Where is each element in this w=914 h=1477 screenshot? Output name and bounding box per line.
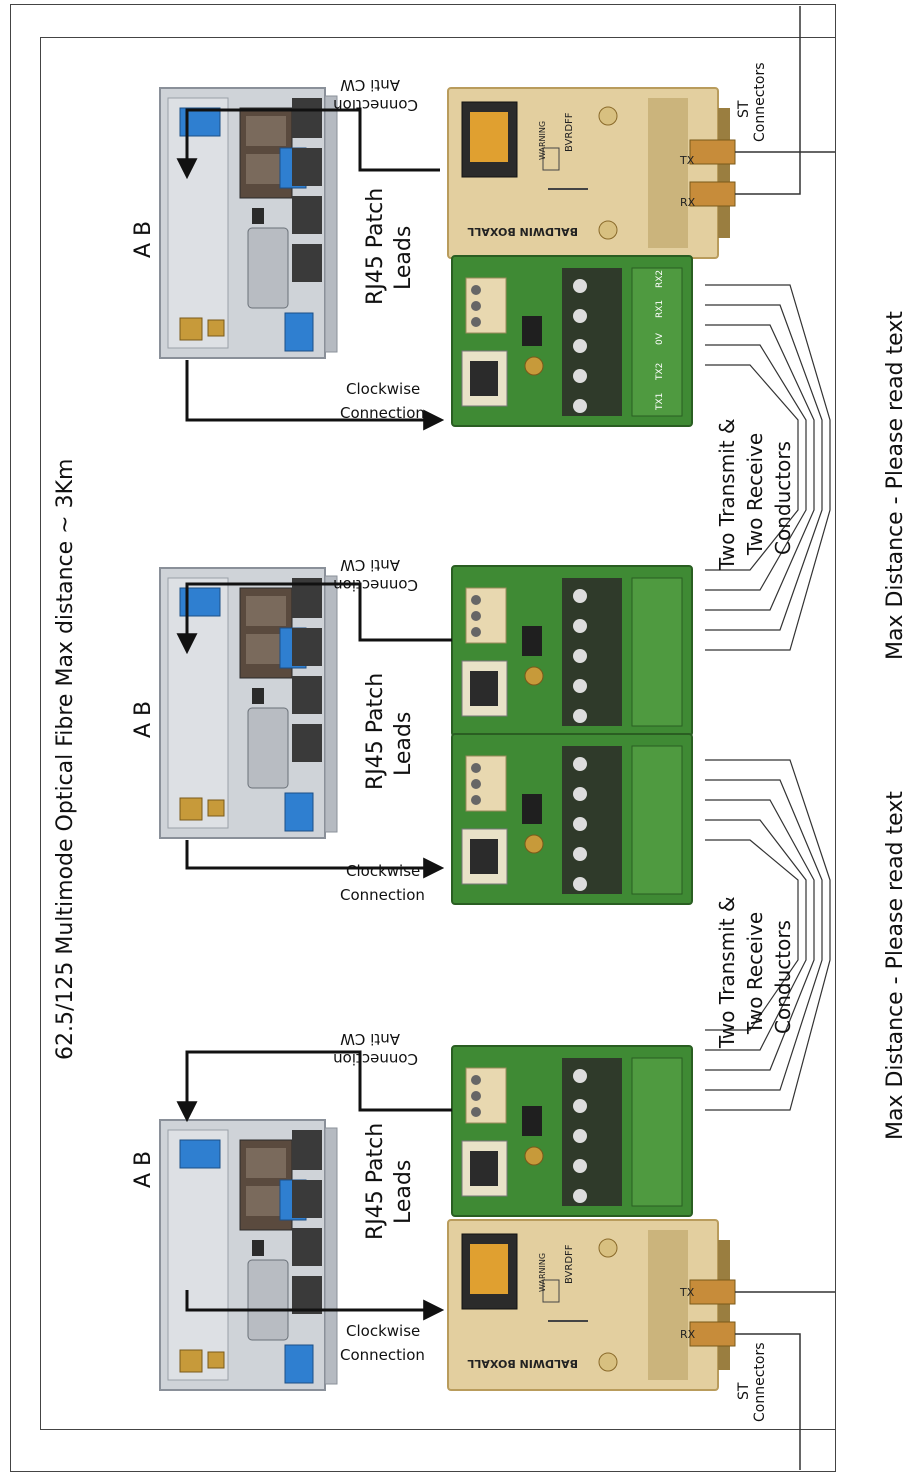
svg-text:Leads: Leads bbox=[391, 226, 416, 290]
st-label-top: ST Connectors bbox=[736, 62, 768, 142]
ab-label-3: A B bbox=[131, 1151, 156, 1188]
rj45-label-2: RJ45 Patch Leads bbox=[363, 673, 416, 790]
svg-text:Clockwise: Clockwise bbox=[346, 862, 420, 880]
fibre-loop-frame bbox=[40, 37, 836, 1430]
svg-text:Connection: Connection bbox=[340, 404, 425, 422]
svg-text:ST: ST bbox=[736, 1382, 752, 1400]
term-label-rx2: RX2 bbox=[655, 270, 665, 288]
terminal-module-3 bbox=[451, 733, 693, 905]
svg-text:Connection: Connection bbox=[340, 1346, 425, 1364]
conductors-label-1: Two Transmit & Two Receive Conductors bbox=[715, 418, 795, 571]
clockwise-label-2: Clockwise Connection bbox=[340, 862, 425, 904]
svg-text:Leads: Leads bbox=[391, 712, 416, 776]
svg-text:RJ45 Patch: RJ45 Patch bbox=[363, 673, 388, 790]
svg-text:Connectors: Connectors bbox=[752, 62, 768, 142]
ab-label-1: A B bbox=[131, 221, 156, 258]
svg-text:RX: RX bbox=[680, 196, 696, 209]
terminal-labels: TX1 TX2 0V RX1 RX2 bbox=[655, 270, 665, 411]
svg-text:TX: TX bbox=[679, 1286, 695, 1299]
term-label-tx2: TX2 bbox=[655, 363, 665, 381]
anticw-label-1: Anti CW Connection bbox=[333, 76, 418, 114]
svg-text:Two Transmit &: Two Transmit & bbox=[715, 896, 739, 1049]
svg-text:Clockwise: Clockwise bbox=[346, 1322, 420, 1340]
clockwise-label-3: Clockwise Connection bbox=[340, 1322, 425, 1364]
outer-frame bbox=[10, 4, 836, 1472]
svg-text:BVRDFF: BVRDFF bbox=[564, 112, 575, 152]
max-distance-label-2: Max Distance - Please read text bbox=[883, 791, 908, 1140]
svg-text:Anti CW: Anti CW bbox=[340, 1030, 400, 1048]
svg-text:Connection: Connection bbox=[333, 576, 418, 594]
svg-text:WARNING: WARNING bbox=[538, 121, 547, 160]
svg-text:Anti CW: Anti CW bbox=[340, 76, 400, 94]
svg-text:Anti CW: Anti CW bbox=[340, 556, 400, 574]
conductors-label-2: Two Transmit & Two Receive Conductors bbox=[715, 896, 795, 1049]
svg-text:Two Receive: Two Receive bbox=[743, 433, 767, 556]
anticw-label-3: Anti CW Connection bbox=[333, 1030, 418, 1068]
term-label-tx1: TX1 bbox=[655, 393, 665, 411]
svg-text:Conductors: Conductors bbox=[771, 920, 795, 1034]
svg-text:Clockwise: Clockwise bbox=[346, 380, 420, 398]
terminal-module-2 bbox=[451, 565, 693, 737]
term-label-0v: 0V bbox=[655, 332, 665, 345]
fibre-runs bbox=[735, 6, 835, 1470]
svg-text:RJ45 Patch: RJ45 Patch bbox=[363, 188, 388, 305]
svg-text:Two Receive: Two Receive bbox=[743, 912, 767, 1035]
svg-text:BVRDFF: BVRDFF bbox=[564, 1244, 575, 1284]
st-label-bottom: ST Connectors bbox=[736, 1342, 768, 1422]
svg-text:Leads: Leads bbox=[391, 1160, 416, 1224]
rj45-label-3: RJ45 Patch Leads bbox=[363, 1123, 416, 1240]
ab-label-2: A B bbox=[131, 701, 156, 738]
diagram-title: 62.5/125 Multimode Optical Fibre Max dis… bbox=[53, 459, 78, 1060]
conductor-bundle-2 bbox=[705, 759, 831, 1111]
st-connectors-bottom bbox=[689, 1279, 736, 1347]
anticw-label-2: Anti CW Connection bbox=[333, 556, 418, 594]
fibre-unit-text-1: BALDWIN BOXALL BVRDFF TX RX WARNING bbox=[467, 112, 695, 238]
max-distance-label-1: Max Distance - Please read text bbox=[883, 311, 908, 660]
svg-text:Connection: Connection bbox=[333, 96, 418, 114]
svg-text:BALDWIN BOXALL: BALDWIN BOXALL bbox=[467, 1357, 578, 1370]
terminal-module-4 bbox=[451, 1045, 693, 1217]
svg-text:Connectors: Connectors bbox=[752, 1342, 768, 1422]
svg-text:Connection: Connection bbox=[340, 886, 425, 904]
controller-panel-3 bbox=[159, 1119, 338, 1391]
svg-text:RJ45 Patch: RJ45 Patch bbox=[363, 1123, 388, 1240]
svg-text:Two Transmit &: Two Transmit & bbox=[715, 418, 739, 571]
svg-text:RX: RX bbox=[680, 1328, 696, 1341]
svg-text:WARNING: WARNING bbox=[538, 1253, 547, 1292]
clockwise-label-1: Clockwise Connection bbox=[340, 380, 425, 422]
svg-text:Conductors: Conductors bbox=[771, 441, 795, 555]
conductor-bundle-1 bbox=[705, 284, 831, 651]
svg-text:BALDWIN BOXALL: BALDWIN BOXALL bbox=[467, 225, 578, 238]
svg-text:TX: TX bbox=[679, 154, 695, 167]
svg-text:Connection: Connection bbox=[333, 1050, 418, 1068]
patch-leads bbox=[176, 108, 452, 1321]
rj45-label-1: RJ45 Patch Leads bbox=[363, 188, 416, 305]
term-label-rx1: RX1 bbox=[655, 300, 665, 318]
svg-text:ST: ST bbox=[736, 100, 752, 118]
fibre-unit-text-2: BALDWIN BOXALL BVRDFF TX RX WARNING bbox=[467, 1244, 695, 1370]
